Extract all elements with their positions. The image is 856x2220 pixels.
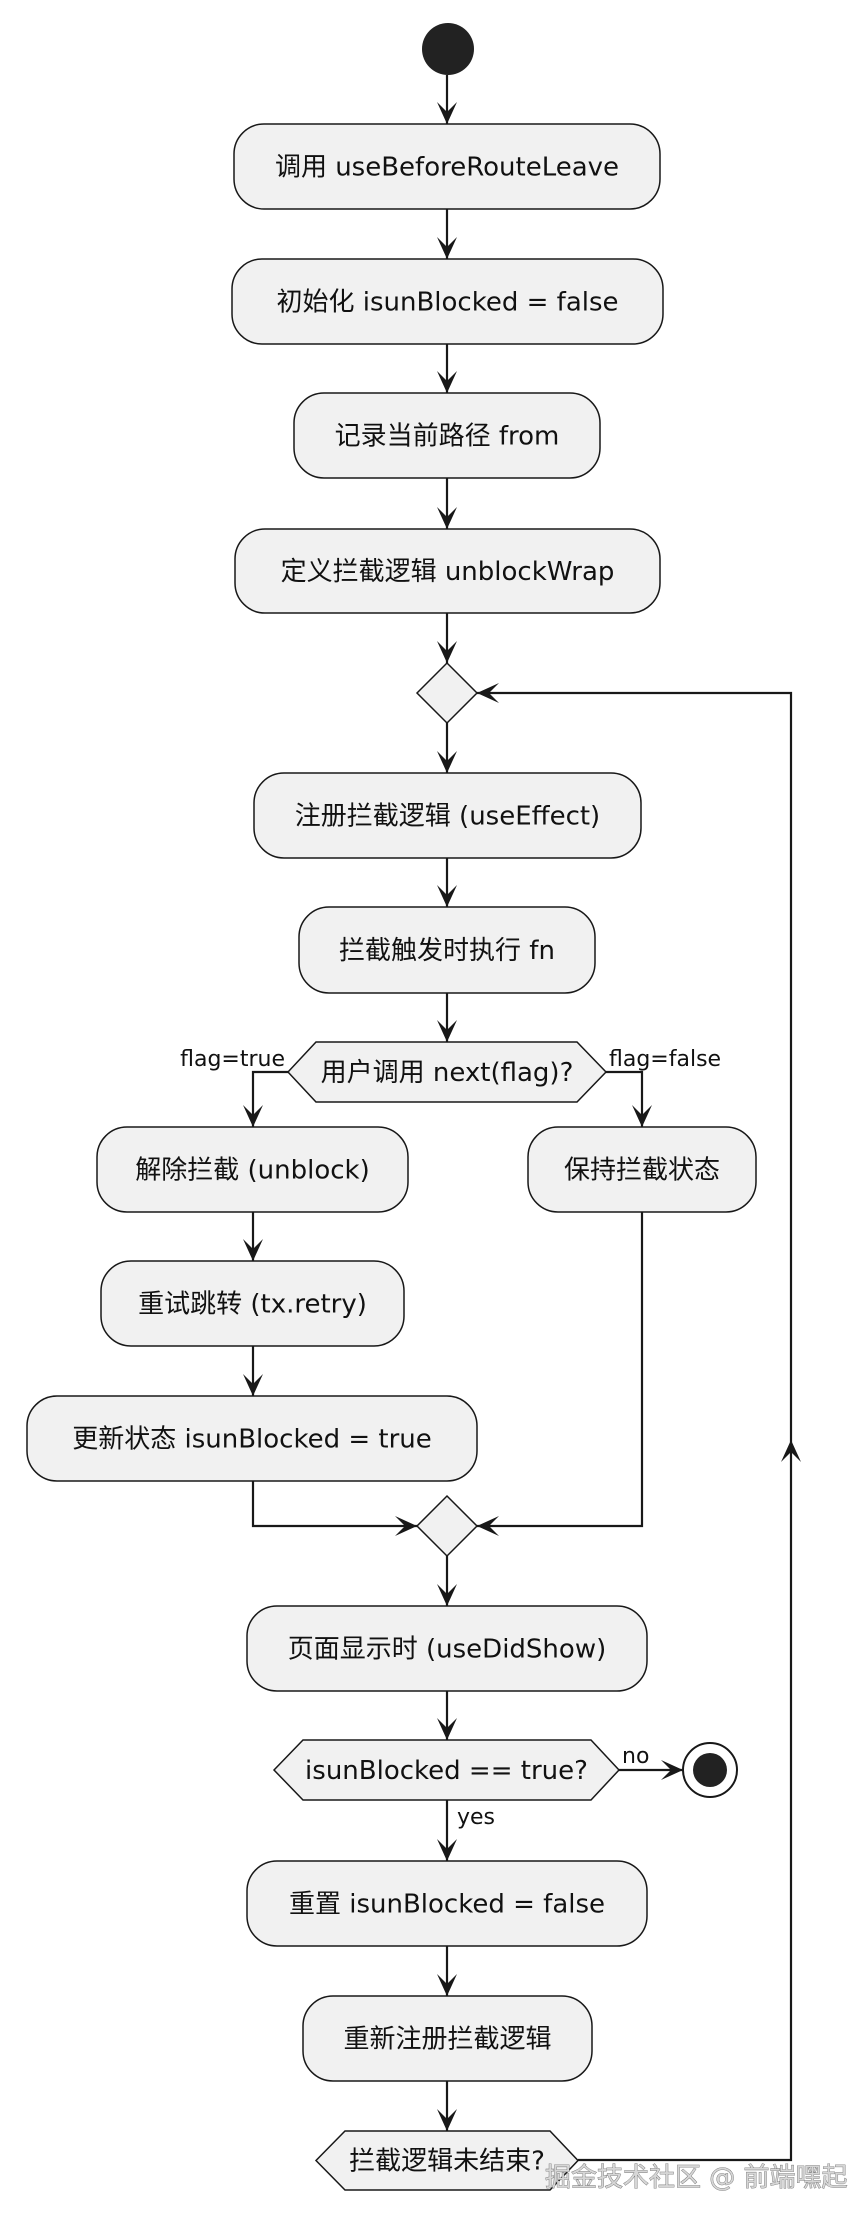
arrowhead-icon	[437, 371, 457, 393]
action-label: 拦截触发时执行 fn	[339, 936, 555, 966]
edge-flag-false	[606, 1070, 644, 1127]
arrowhead-icon	[437, 1584, 457, 1606]
decision-node-decision-loop: 拦截逻辑未结束?	[314, 2130, 580, 2191]
decision-node-decision-unblocked: isunBlocked == true?	[272, 1739, 621, 1801]
arrowhead-icon	[781, 1440, 801, 1462]
end-node-dot	[693, 1753, 727, 1787]
end-node	[682, 1742, 738, 1798]
watermark: 掘金技术社区 @ 前端嘿起	[545, 2163, 848, 2193]
action-box	[246, 1860, 648, 1947]
decision-node-decision-next: 用户调用 next(flag)?	[286, 1041, 608, 1103]
action-box	[527, 1126, 757, 1213]
action-node-update-state: 更新状态 isunBlocked = true	[26, 1395, 478, 1482]
arrowhead-icon	[437, 885, 457, 907]
action-label: 页面显示时 (useDidShow)	[288, 1635, 606, 1665]
action-box	[253, 772, 642, 859]
action-box	[246, 1605, 648, 1692]
action-label: 保持拦截状态	[564, 1156, 720, 1186]
action-node-call-hook: 调用 useBeforeRouteLeave	[233, 123, 661, 210]
action-node-did-show: 页面显示时 (useDidShow)	[246, 1605, 648, 1692]
arrowhead-icon	[437, 1974, 457, 1996]
edge-label-flag-false: flag=false	[609, 1047, 721, 1072]
decision-label: 拦截逻辑未结束?	[349, 2147, 545, 2177]
arrowhead-icon	[395, 1516, 417, 1536]
action-label: 解除拦截 (unblock)	[135, 1156, 370, 1186]
arrowhead-icon	[437, 102, 457, 124]
action-box	[26, 1395, 478, 1482]
arrowhead-icon	[437, 507, 457, 529]
arrowhead-icon	[437, 1839, 457, 1861]
action-box	[302, 1995, 593, 2082]
action-label: 调用 useBeforeRouteLeave	[275, 153, 619, 183]
arrowhead-icon	[243, 1374, 263, 1396]
action-box	[233, 123, 661, 210]
merge-diamond-loop	[415, 661, 479, 725]
edge-label-flag-true: flag=true	[180, 1047, 285, 1072]
action-node-define-logic: 定义拦截逻辑 unblockWrap	[234, 528, 661, 614]
edge-loop-back	[477, 691, 793, 2162]
merge-diamond-branch	[415, 1494, 479, 1558]
action-box	[100, 1260, 405, 1347]
decision-label: isunBlocked == true?	[305, 1756, 588, 1786]
action-node-record-path: 记录当前路径 from	[293, 392, 601, 479]
arrowhead-icon	[632, 1105, 652, 1127]
decision-hexagon	[272, 1739, 621, 1801]
action-label: 重试跳转 (tx.retry)	[138, 1290, 367, 1320]
arrowhead-icon	[661, 1760, 683, 1780]
action-label: 更新状态 isunBlocked = true	[72, 1425, 432, 1455]
arrowhead-icon	[243, 1239, 263, 1261]
edge-label-yes: yes	[457, 1805, 495, 1830]
action-box	[293, 392, 601, 479]
decision-hexagon	[286, 1041, 608, 1103]
action-node-unblock: 解除拦截 (unblock)	[96, 1126, 409, 1213]
edge-keep-to-merge	[477, 1212, 644, 1528]
arrowhead-icon	[477, 683, 499, 703]
action-label: 定义拦截逻辑 unblockWrap	[281, 557, 615, 587]
arrowhead-icon	[437, 1020, 457, 1042]
action-node-trigger-fn: 拦截触发时执行 fn	[298, 906, 596, 994]
action-node-init-flag: 初始化 isunBlocked = false	[231, 258, 664, 345]
action-box	[298, 906, 596, 994]
arrowhead-icon	[437, 751, 457, 773]
edge-update-to-merge	[251, 1481, 417, 1528]
arrowhead-icon	[437, 1718, 457, 1740]
action-label: 初始化 isunBlocked = false	[276, 288, 618, 318]
nodes-layer: 调用 useBeforeRouteLeave 初始化 isunBlocked = …	[26, 23, 757, 2191]
action-node-reset-flag: 重置 isunBlocked = false	[246, 1860, 648, 1947]
action-box	[96, 1126, 409, 1213]
arrowhead-icon	[437, 2109, 457, 2131]
arrowhead-icon	[477, 1516, 499, 1536]
action-node-register-logic: 注册拦截逻辑 (useEffect)	[253, 772, 642, 859]
action-box	[231, 258, 664, 345]
action-label: 记录当前路径 from	[335, 422, 560, 452]
decision-label: 用户调用 next(flag)?	[321, 1058, 574, 1088]
action-node-retry: 重试跳转 (tx.retry)	[100, 1260, 405, 1347]
action-label: 重新注册拦截逻辑	[343, 2025, 551, 2055]
decision-hexagon	[314, 2130, 580, 2191]
action-node-re-register: 重新注册拦截逻辑	[302, 1995, 593, 2082]
arrowhead-icon	[437, 237, 457, 259]
action-box	[234, 528, 661, 614]
action-label: 重置 isunBlocked = false	[289, 1890, 605, 1920]
start-node	[422, 23, 474, 75]
action-node-keep-blocked: 保持拦截状态	[527, 1126, 757, 1213]
edges-layer	[243, 75, 801, 2162]
arrowhead-icon	[437, 641, 457, 663]
edge-label-no: no	[622, 1744, 649, 1769]
edge-labels-layer: flag=true flag=false no yes	[180, 1047, 721, 1830]
action-label: 注册拦截逻辑 (useEffect)	[295, 802, 600, 832]
edge-flag-true	[251, 1070, 288, 1127]
arrowhead-icon	[243, 1105, 263, 1127]
